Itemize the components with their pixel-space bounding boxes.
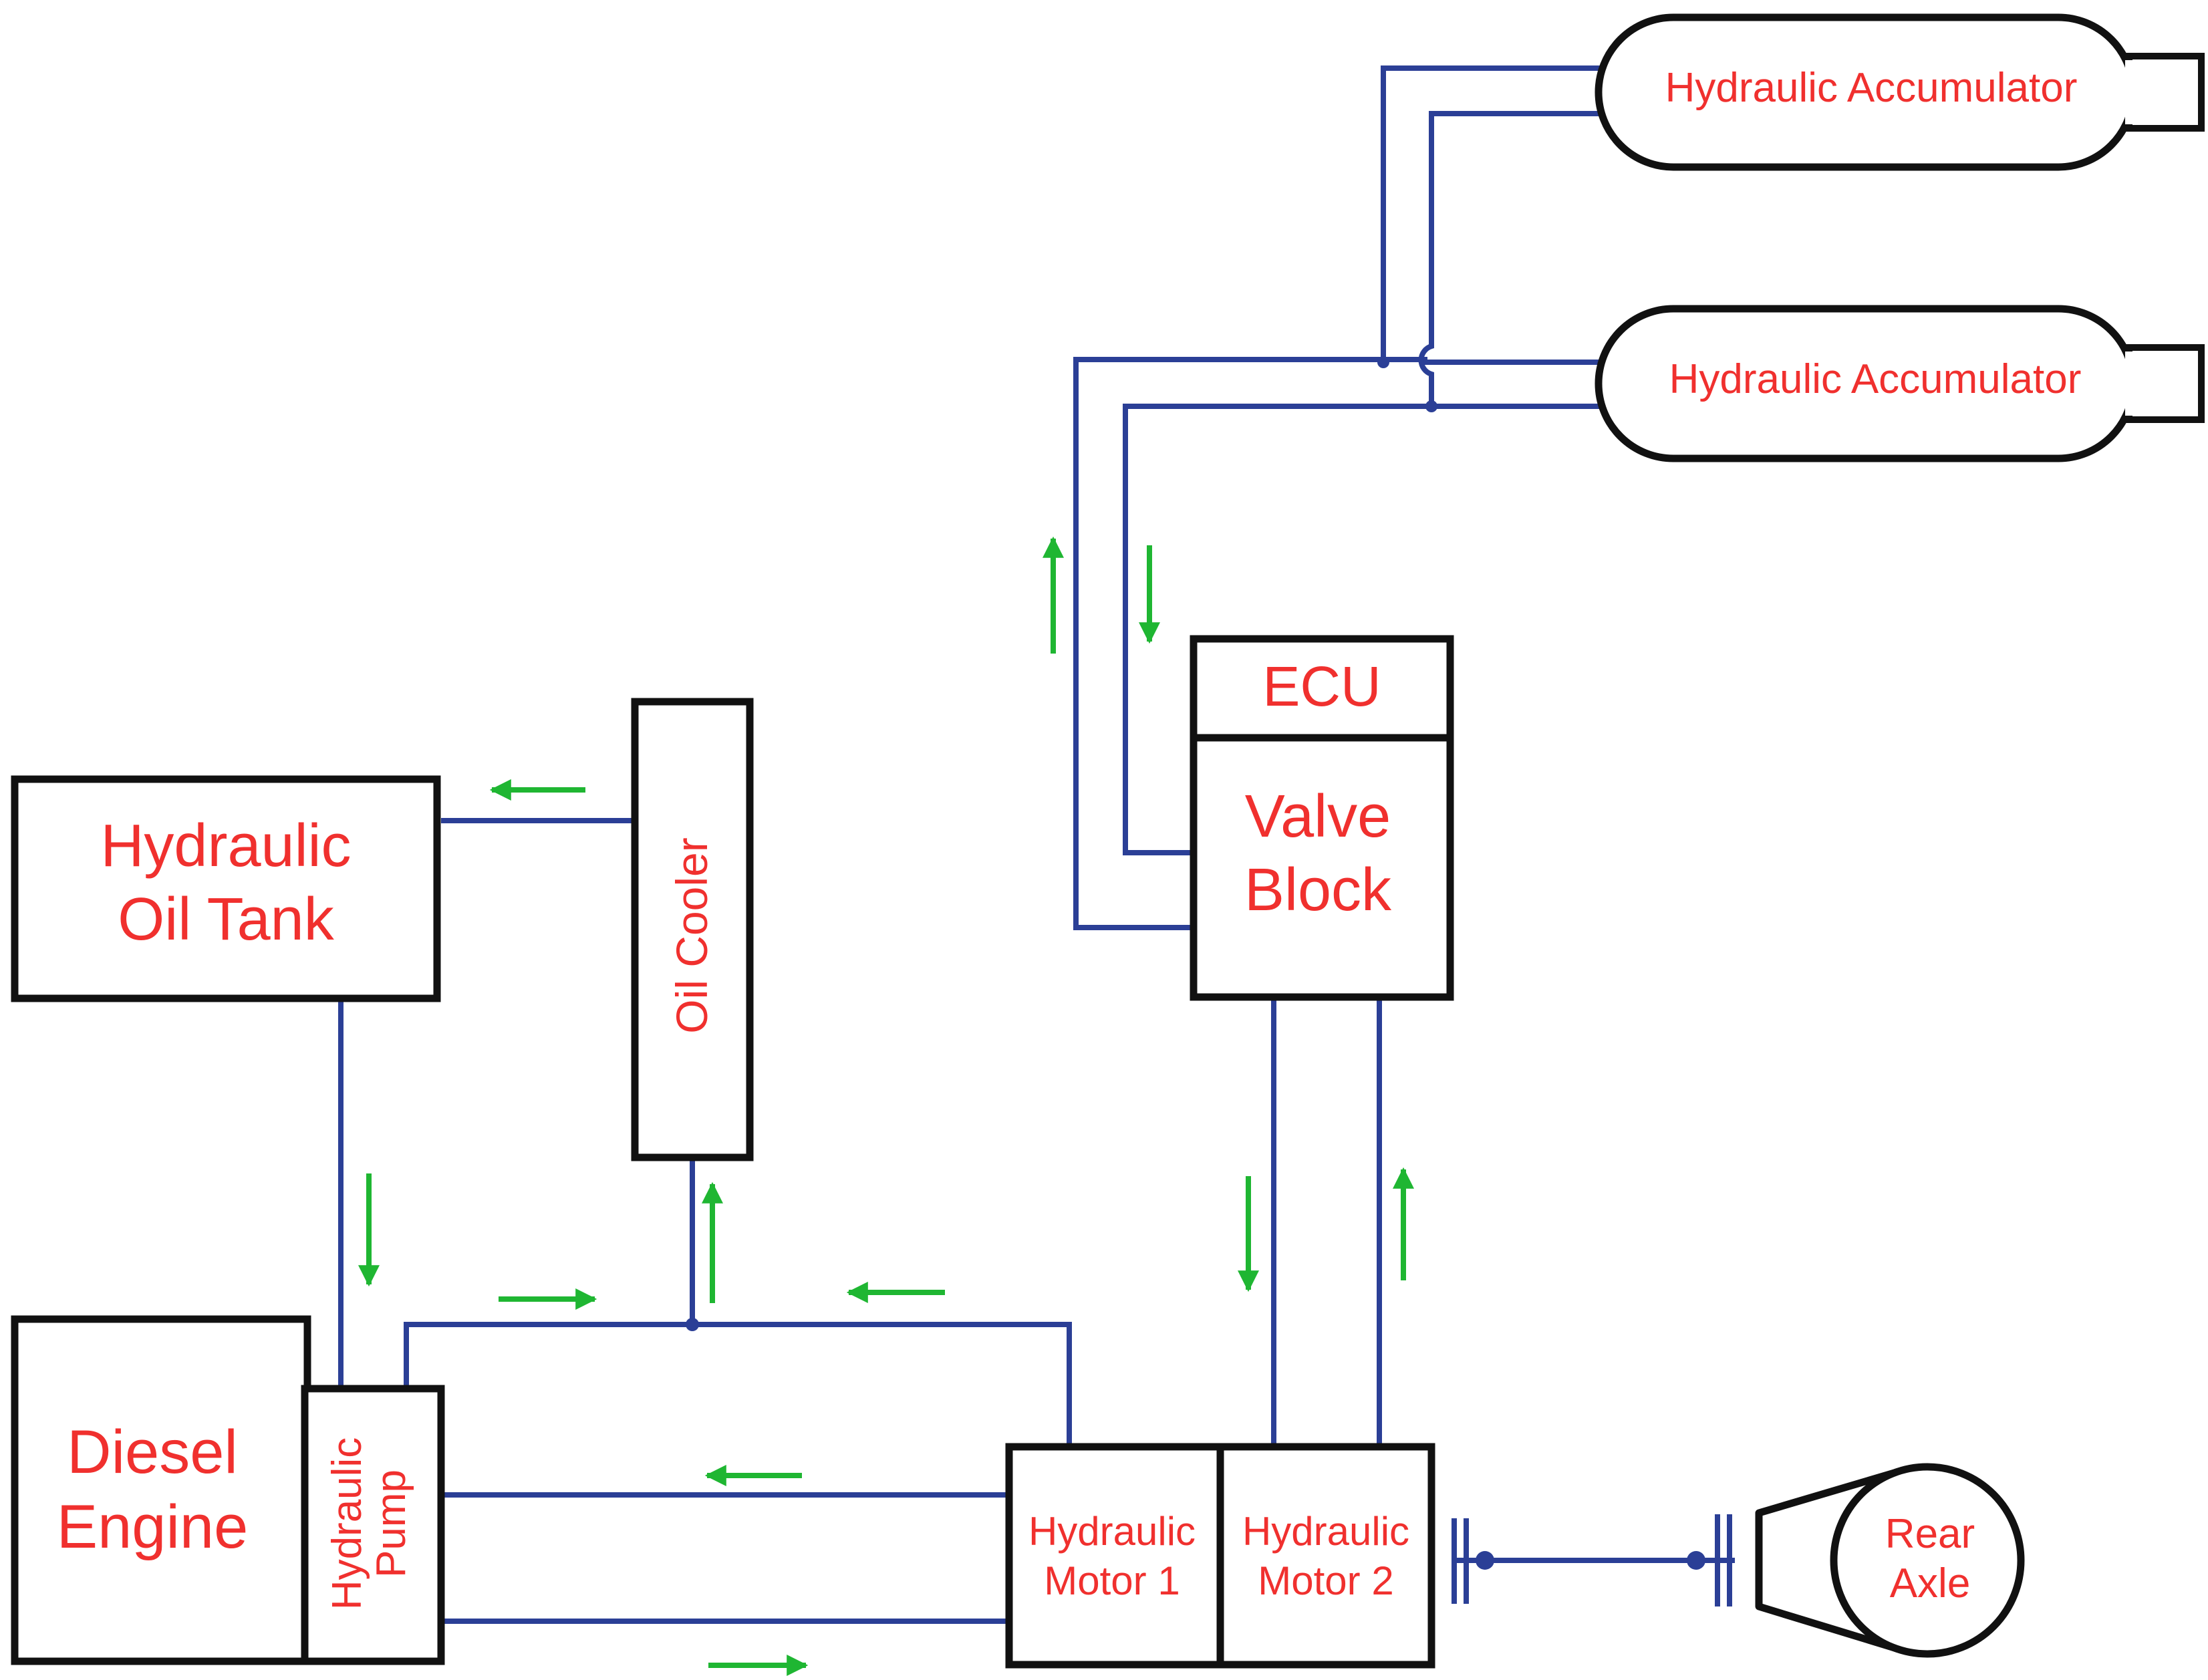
- oil-tank-label-line1: Hydraulic: [100, 813, 351, 879]
- pump-label-line1: Hydraulic: [324, 1437, 370, 1610]
- pipe-acc-top-a: [1381, 65, 1604, 360]
- junction-dot: [1377, 356, 1389, 368]
- pipe-valve-to-acc-inner: [1123, 404, 1604, 855]
- flow-arrows: [358, 536, 1414, 1676]
- pump-label-line2: Pump: [368, 1469, 414, 1578]
- oil-cooler: Oil Cooler: [631, 698, 754, 1161]
- accumulator-top-label: Hydraulic Accumulator: [1665, 65, 2078, 111]
- pipe-valve-to-acc-outer: [1073, 357, 1604, 930]
- pipe-return-loop: [404, 1322, 1072, 1447]
- pipe-network: [338, 65, 1735, 1624]
- shaft-joint-dot: [1476, 1551, 1494, 1570]
- ecu-valve-block: ECU Valve Block: [1190, 635, 1454, 1001]
- shaft-joint-dot: [1687, 1551, 1705, 1570]
- shaft-coupling-icon: [1452, 1518, 1469, 1604]
- axle-label-line1: Rear: [1885, 1511, 1975, 1557]
- accumulator-top: Hydraulic Accumulator: [1595, 13, 2205, 171]
- hydraulic-motor-2: Hydraulic Motor 2: [1216, 1443, 1435, 1669]
- axle-label-line2: Axle: [1890, 1560, 1971, 1606]
- shaft-coupling-icon: [1715, 1514, 1732, 1606]
- ecu-label: ECU: [1262, 655, 1381, 718]
- valve-block-label-line2: Block: [1244, 857, 1392, 924]
- motor2-label-line1: Hydraulic: [1242, 1509, 1409, 1554]
- hydraulic-motor-1: Hydraulic Motor 1: [1005, 1443, 1224, 1669]
- hydraulic-oil-tank: Hydraulic Oil Tank: [11, 775, 441, 1002]
- accumulator-bottom: Hydraulic Accumulator: [1595, 305, 2205, 462]
- motor2-label-line2: Motor 2: [1258, 1558, 1393, 1603]
- accumulator-bottom-label: Hydraulic Accumulator: [1669, 356, 2082, 402]
- oil-cooler-label: Oil Cooler: [667, 837, 716, 1033]
- valve-block-label-line1: Valve: [1245, 783, 1391, 850]
- pipe-acc-top-b: [1418, 111, 1604, 406]
- hydraulic-pump: Hydraulic Pump: [301, 1385, 445, 1665]
- motor1-label-line1: Hydraulic: [1028, 1509, 1196, 1554]
- motor1-label-line2: Motor 1: [1044, 1558, 1180, 1603]
- diesel-engine: Diesel Engine: [11, 1315, 311, 1665]
- engine-label-line2: Engine: [57, 1493, 248, 1561]
- engine-label-line1: Diesel: [67, 1418, 238, 1486]
- junction-dot: [686, 1318, 699, 1331]
- oil-tank-label-line2: Oil Tank: [118, 886, 334, 953]
- junction-dot: [1425, 400, 1437, 412]
- rear-axle: Rear Axle: [1755, 1463, 2025, 1658]
